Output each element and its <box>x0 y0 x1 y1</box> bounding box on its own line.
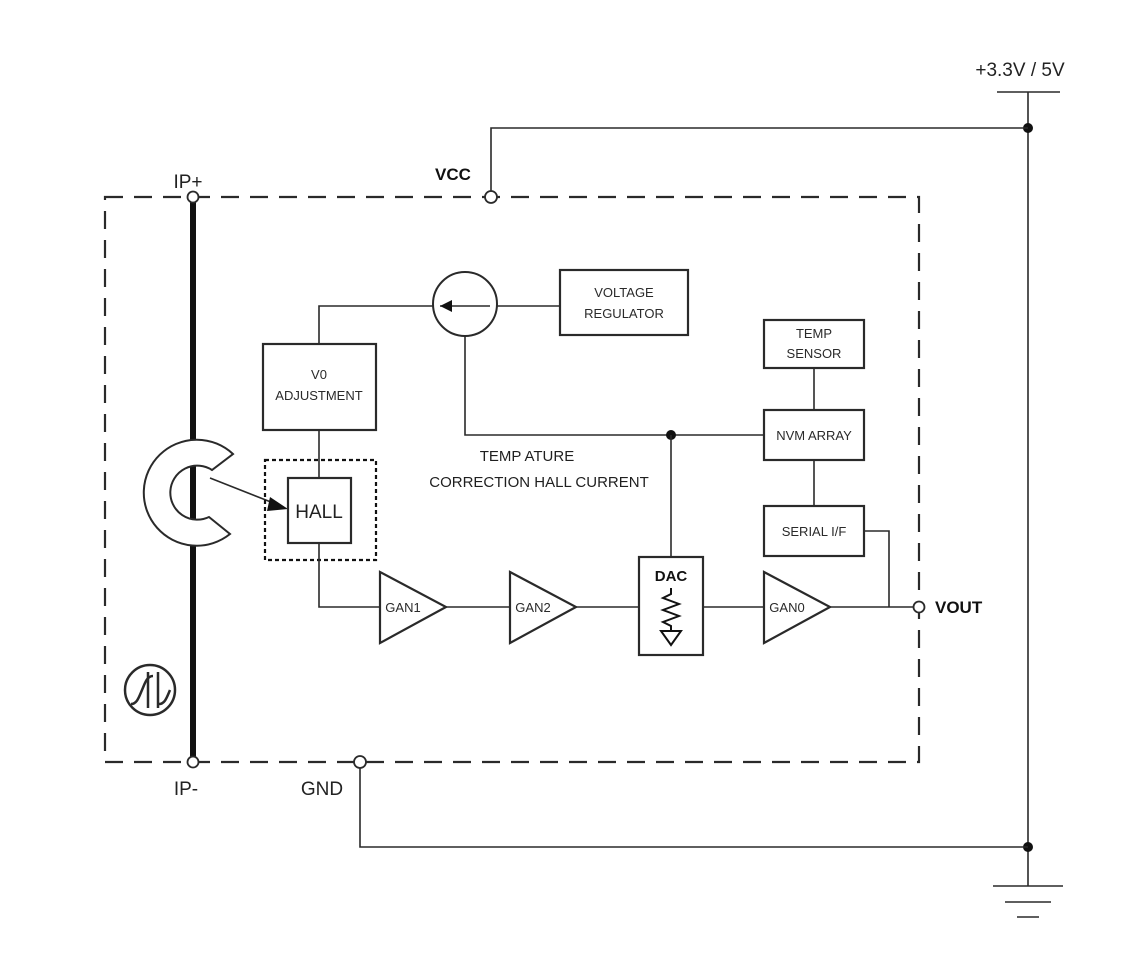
temp-sensor-block <box>762 318 866 370</box>
temp-sensor-label-line1: TEMP <box>796 326 832 341</box>
magnetic-core-icon <box>142 438 235 547</box>
gnd-label: GND <box>301 779 343 800</box>
hall-label: HALL <box>295 502 343 523</box>
temp-correction-wire <box>464 336 764 436</box>
dac-block <box>637 555 705 657</box>
v0-adjustment-label-line2: ADJUSTMENT <box>275 388 362 403</box>
temp-sensor-label-line2: SENSOR <box>787 346 842 361</box>
vcc-label: VCC <box>435 165 471 184</box>
vout-label: VOUT <box>935 598 983 617</box>
nvm-array-label: NVM ARRAY <box>776 428 852 443</box>
hall-shield-outline <box>263 458 378 562</box>
chip-boundary <box>103 195 921 764</box>
vout-pin <box>912 600 926 614</box>
dac-ground-icon <box>659 630 683 647</box>
v0-adjustment-label-line1: V0 <box>311 367 327 382</box>
ip-minus-label: IP- <box>174 779 198 800</box>
gan1-amplifier <box>378 570 449 645</box>
gan2-label: GAN2 <box>515 600 550 615</box>
temp-correction-annotation-line2: CORRECTION HALL CURRENT <box>429 474 648 491</box>
gan2-amplifier <box>508 570 579 645</box>
ip-minus-pin <box>186 755 200 769</box>
vcc-wire <box>490 127 1028 197</box>
hall-element-block <box>286 476 353 545</box>
temp-correction-annotation-line1: TEMP ATURE <box>480 448 574 465</box>
gan0-label: GAN0 <box>769 600 804 615</box>
hall-to-gan1-wire <box>318 543 380 608</box>
dac-label: DAC <box>655 568 688 585</box>
serial-if-block <box>762 504 866 558</box>
gan1-label: GAN1 <box>385 600 420 615</box>
voltage-regulator-label-line2: REGULATOR <box>584 306 664 321</box>
dac-resistor-icon <box>660 588 682 630</box>
ip-plus-label: IP+ <box>173 172 202 193</box>
isolation-symbol-icon <box>123 663 177 717</box>
supply-voltage-label: +3.3V / 5V <box>975 60 1065 81</box>
source-to-v0-wire <box>318 305 438 344</box>
field-arrow <box>209 477 277 505</box>
v0-adjustment-block <box>261 342 378 432</box>
serial-to-vout-wire <box>864 530 890 607</box>
serial-if-label: SERIAL I/F <box>782 524 847 539</box>
gan0-amplifier <box>762 570 833 645</box>
ground-symbol <box>993 885 1063 918</box>
current-source-icon <box>432 271 498 337</box>
voltage-regulator-label-line1: VOLTAGE <box>594 285 654 300</box>
ip-plus-pin <box>186 190 200 204</box>
gnd-pin <box>353 755 367 769</box>
field-arrowhead-icon <box>267 497 288 511</box>
gnd-wire <box>359 762 1028 848</box>
vcc-pin <box>484 190 498 204</box>
voltage-regulator-block <box>558 268 690 337</box>
